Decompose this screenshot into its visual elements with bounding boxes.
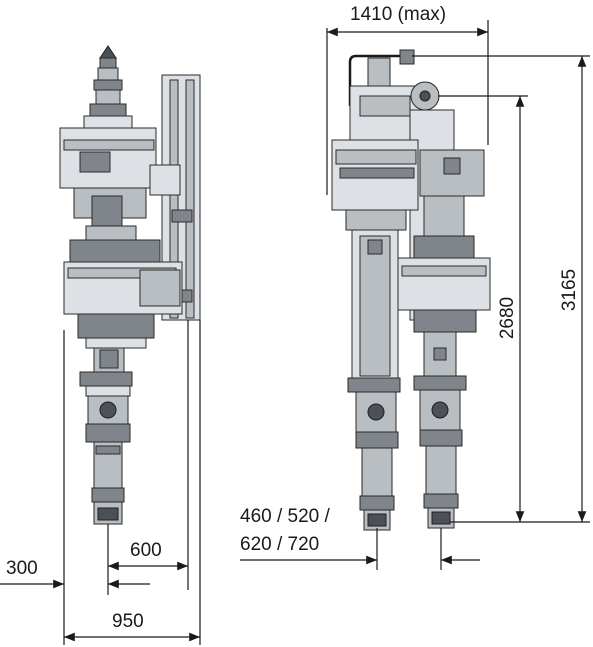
label-offset-300: 300 (6, 558, 38, 579)
dimension-labels: 1410 (max) 2680 3165 460 / 520 / 620 / 7… (6, 4, 580, 632)
label-offset-600: 600 (130, 540, 162, 561)
machine-front-view (331, 49, 491, 531)
label-width-max: 1410 (max) (350, 4, 446, 25)
dimension-lines (0, 20, 590, 645)
label-spacing-line2: 620 / 720 (240, 534, 319, 555)
label-height-overall: 3165 (559, 269, 580, 311)
label-spacing-line1: 460 / 520 / (240, 506, 331, 527)
label-height-inner: 2680 (497, 297, 518, 339)
label-total-950: 950 (112, 611, 144, 632)
machine-side-view (59, 45, 201, 525)
